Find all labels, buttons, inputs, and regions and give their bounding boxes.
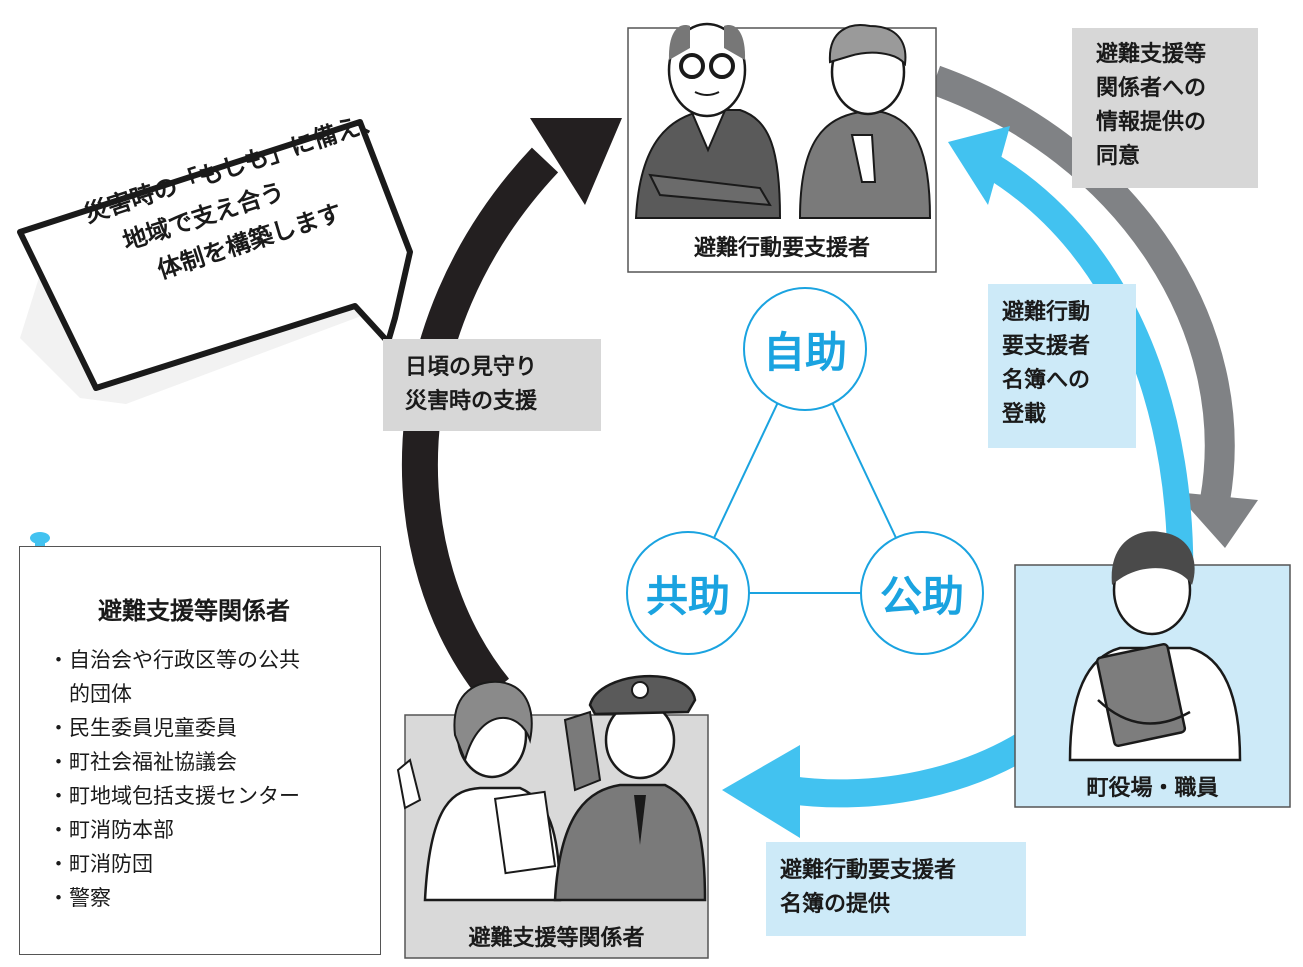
list-item: ・町消防団 <box>48 852 153 876</box>
blue-cycle-arrow-up <box>983 153 1194 591</box>
list-item: ・町社会福祉協議会 <box>48 750 237 774</box>
panel-label-evacuation-supporters: 避難支援等関係者 <box>468 926 645 951</box>
right-panel: 町役場・職員 <box>1015 768 1290 808</box>
list-item: ・町地域包括支援センター <box>48 784 300 808</box>
list-item: ・町消防本部 <box>48 818 174 842</box>
circle-self-help: 自助 <box>743 287 867 411</box>
list-item: ・民生委員児童委員 <box>48 716 237 740</box>
blue-arrowhead-down <box>722 745 800 838</box>
label-line: 名簿への <box>1002 368 1091 393</box>
gray-cycle-arrow <box>929 65 1235 503</box>
speech-bubble-shape <box>17 119 413 404</box>
label-line: 登載 <box>1002 402 1047 427</box>
circle-label: 共助 <box>645 571 730 621</box>
list-item: ・自治会や行政区等の公共 <box>48 648 300 672</box>
dark-cycle-arrow <box>401 147 559 702</box>
blue-arrowhead-up <box>948 126 1010 205</box>
elderly-persons-illustration <box>634 22 932 219</box>
label-line: 情報提供の <box>1096 110 1207 135</box>
label-line: 災害時の支援 <box>405 389 538 414</box>
label-line: 名簿の提供 <box>780 892 891 917</box>
label-line: 関係者への <box>1096 76 1207 101</box>
circle-label: 公助 <box>879 571 964 621</box>
supporters-list-title: 避難支援等関係者 <box>98 597 290 625</box>
dark-arrowhead <box>530 118 622 205</box>
blue-cycle-arrow-down <box>788 723 1048 808</box>
gray-arrowhead <box>1175 492 1258 548</box>
label-registration: 避難行動 要支援者 名簿への 登載 <box>988 284 1136 448</box>
list-item: 的団体 <box>48 682 132 706</box>
label-list-provision: 避難行動要支援者 名簿の提供 <box>766 842 1026 936</box>
list-item: ・警察 <box>48 886 111 910</box>
panel-label-persons-needing-support: 避難行動要支援者 <box>693 236 870 261</box>
label-line: 日頃の見守り <box>405 355 538 380</box>
label-line: 避難支援等 <box>1096 42 1207 67</box>
label-line: 同意 <box>1096 144 1141 169</box>
label-consent: 避難支援等 関係者への 情報提供の 同意 <box>1072 28 1258 188</box>
label-line: 要支援者 <box>1002 334 1091 359</box>
panel-label-town-office-staff: 町役場・職員 <box>1086 776 1219 801</box>
supporters-illustration <box>396 674 707 902</box>
staff-illustration <box>1068 531 1242 762</box>
label-line: 避難行動要支援者 <box>780 858 957 883</box>
circle-public-help: 公助 <box>860 531 984 655</box>
bottom-panel: 避難支援等関係者 <box>405 918 708 958</box>
label-line: 避難行動 <box>1002 300 1091 325</box>
supporters-list-box: 避難支援等関係者 ・自治会や行政区等の公共 的団体 ・民生委員児童委員 ・町社会… <box>19 546 381 955</box>
label-daily-watch: 日頃の見守り 災害時の支援 <box>383 339 601 431</box>
circle-mutual-help: 共助 <box>626 531 750 655</box>
circle-label: 自助 <box>762 327 847 377</box>
supporters-list: ・自治会や行政区等の公共 的団体 ・民生委員児童委員 ・町社会福祉協議会 ・町地… <box>48 643 300 915</box>
top-panel: 避難行動要支援者 <box>628 226 936 266</box>
